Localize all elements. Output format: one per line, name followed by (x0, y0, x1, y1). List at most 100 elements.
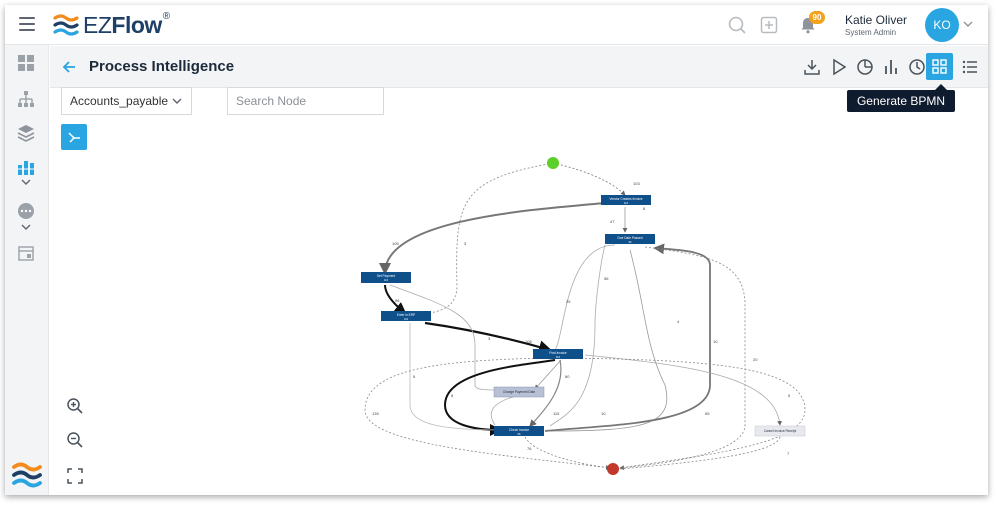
graph-edge (584, 354, 782, 426)
edge-label: 10 (713, 339, 718, 344)
node-vendor-creates-invoice[interactable]: Vendor Creates Invoice 116 (601, 195, 651, 205)
process-select[interactable]: Accounts_payable (61, 87, 192, 115)
node-post-invoice[interactable]: Post Invoice 116 (533, 349, 583, 359)
graph-edge (544, 243, 711, 432)
page-header: Process Intelligence (50, 46, 988, 88)
graph-edge (384, 284, 407, 315)
zoom-out-icon[interactable] (66, 431, 84, 449)
logo-registered-mark: ® (162, 10, 171, 22)
back-arrow-icon[interactable] (62, 60, 76, 74)
edge-label: 8 (643, 206, 646, 211)
graph-edge (490, 393, 526, 426)
graph-edge (534, 359, 562, 390)
graph-edge (379, 202, 606, 275)
zoom-in-icon[interactable] (66, 397, 84, 415)
ezflow-logo[interactable]: EZFlow ® (53, 9, 170, 41)
end-node[interactable] (607, 463, 619, 475)
graph-edge (389, 284, 501, 391)
edge-label: 25 (566, 299, 571, 304)
edge-label: 105 (392, 241, 399, 246)
branch-icon (68, 132, 80, 143)
calendar-icon[interactable] (16, 243, 36, 263)
node-count: 101 (404, 317, 409, 321)
menu-icon[interactable] (19, 17, 35, 31)
list-icon[interactable] (960, 57, 980, 77)
ezflow-logo-icon (53, 14, 79, 36)
flow-layout-button[interactable] (61, 124, 87, 150)
graph-edge (564, 357, 806, 469)
node-set-payment[interactable]: Set Payment 116 (361, 272, 411, 283)
node-check-invoice[interactable]: Check Invoice 96 (494, 426, 544, 436)
node-label: Check Invoice (509, 428, 529, 432)
graph-edge (619, 246, 746, 471)
more-icon[interactable] (16, 201, 36, 221)
edge-label: 115 (553, 411, 560, 416)
app-window: EZFlow ® 90 Katie Oliver System Admin KO (5, 5, 988, 495)
edge-label: 65 (705, 411, 710, 416)
logo-text: EZFlow (83, 11, 162, 38)
node-change-payment-date[interactable]: Change Payment Date (493, 386, 545, 398)
edge-label: 96 (395, 298, 400, 303)
process-intelligence-icon[interactable] (16, 157, 36, 177)
hierarchy-icon[interactable] (16, 89, 36, 109)
user-name: Katie Oliver (845, 13, 908, 27)
download-icon[interactable] (802, 57, 822, 77)
chevron-down-icon[interactable] (21, 224, 31, 230)
avatar[interactable]: KO (925, 8, 959, 42)
graph-edge (619, 436, 781, 470)
pie-chart-icon[interactable] (855, 57, 875, 77)
node-label: Due Date Passed (618, 236, 643, 240)
generate-bpmn-button[interactable] (926, 53, 953, 80)
graph-edge (429, 162, 554, 314)
ezflow-mark-icon (12, 462, 42, 488)
edge-label: 10 (601, 411, 606, 416)
graph-edge (524, 436, 611, 470)
node-cancel-invoice-receipt[interactable]: Cancel Invoice Receipt (754, 425, 806, 437)
node-enter-in-erp[interactable]: Enter in ERP 101 (381, 311, 431, 321)
node-label: Set Payment (377, 274, 395, 278)
edge-label: 103 (633, 181, 640, 186)
edge-label: 56 (604, 276, 609, 281)
edge-label: 8 (451, 393, 454, 398)
chevron-down-icon (172, 98, 182, 104)
graph-edge (364, 357, 611, 470)
search-icon[interactable] (727, 15, 747, 35)
node-label: Post Invoice (549, 351, 567, 355)
edge-labels: 103 47 105 3 56 25 4 3 96 106 10 20 5 80… (372, 181, 791, 456)
left-sidebar (5, 45, 49, 495)
dashboard-icon[interactable] (16, 53, 36, 73)
edge-label: 7 (787, 451, 790, 456)
edge-label: 5 (413, 374, 416, 379)
graph-edge (549, 244, 606, 427)
clock-icon[interactable] (907, 57, 927, 77)
edge-label: 80 (565, 374, 570, 379)
graph-edge (409, 323, 501, 431)
chevron-down-icon[interactable] (963, 19, 973, 29)
node-label: Change Payment Date (503, 390, 535, 394)
node-count: 116 (624, 201, 629, 205)
fullscreen-icon[interactable] (66, 467, 84, 485)
start-node[interactable] (547, 157, 559, 169)
graph-edge (549, 249, 668, 432)
node-count: 116 (384, 278, 389, 282)
node-label: Cancel Invoice Receipt (764, 429, 797, 433)
node-count: 96 (629, 240, 632, 244)
add-icon[interactable] (759, 15, 779, 35)
generate-bpmn-tooltip: Generate BPMN (847, 84, 955, 112)
user-role: System Admin (845, 28, 897, 37)
bar-chart-icon[interactable] (881, 57, 901, 77)
chevron-down-icon[interactable] (21, 179, 31, 185)
search-node-input[interactable] (227, 87, 384, 115)
play-icon[interactable] (829, 57, 849, 77)
layers-icon[interactable] (16, 123, 36, 143)
node-due-date-passed[interactable]: Due Date Passed 96 (605, 234, 655, 244)
node-count: 116 (556, 355, 561, 359)
page-title: Process Intelligence (89, 58, 235, 75)
notification-badge: 90 (809, 11, 825, 24)
edge-label: 135 (372, 411, 379, 416)
top-bar: EZFlow ® 90 Katie Oliver System Admin KO (5, 5, 988, 45)
node-label: Vendor Creates Invoice (609, 197, 642, 201)
grid-icon (932, 59, 947, 74)
graph-edge (552, 162, 626, 196)
edge-label: 76 (527, 446, 532, 451)
